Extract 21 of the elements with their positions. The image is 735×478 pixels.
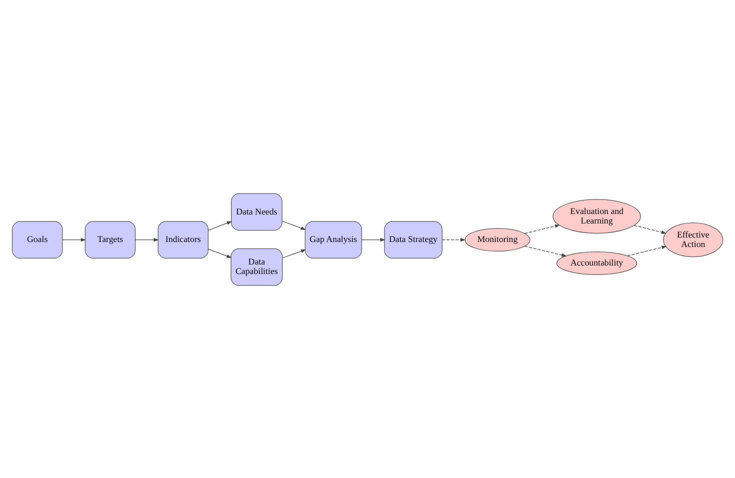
arrow [62,238,86,242]
node-ellipse: Monitoring [464,228,530,252]
arrow [361,238,386,242]
arrow [135,238,159,242]
node-box: Data Needs [231,192,282,230]
node-box: Indicators [158,220,208,258]
arrow [524,245,567,256]
arrow [282,248,306,258]
arrow [208,248,232,258]
arrow [442,238,466,242]
arrow [208,220,232,230]
node-box: Goals [12,220,63,258]
node-box: Data Capabilities [230,248,283,286]
arrow [634,224,666,234]
node-box: Data Strategy [384,220,442,258]
arrow [524,224,560,234]
node-ellipse: Effective Action [663,222,724,257]
node-box: Targets [84,220,136,258]
arrow [282,220,306,230]
node-box: Gap Analysis [304,220,362,258]
arrow [627,245,667,256]
